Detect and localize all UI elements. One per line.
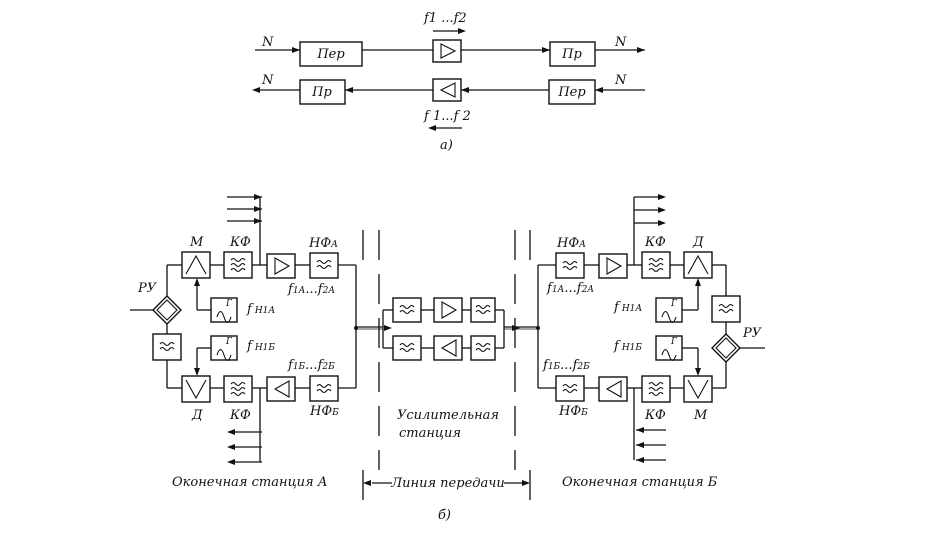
amplifier-triangle-icon <box>440 339 457 357</box>
lowpass-filter-box <box>555 252 585 279</box>
diagram-a: N Пер Пр N f1 ...f2 N Пр <box>252 11 645 153</box>
filter-box <box>470 297 496 323</box>
amplifier-box <box>432 39 462 63</box>
band-label-bottom: f 1...f 2 <box>423 109 471 124</box>
demodulator-icon <box>687 254 709 275</box>
output-lines-top <box>227 194 262 265</box>
transmitter-box <box>548 79 596 105</box>
band-top-label: f1А...f2А <box>546 281 594 296</box>
generator-label: Г <box>670 337 678 347</box>
filter-box <box>152 333 182 361</box>
n-label: N <box>261 73 274 88</box>
ru-label: РУ <box>742 326 763 341</box>
receiver-label: Пр <box>561 47 582 62</box>
n-label: N <box>614 35 627 50</box>
diagram-a-bottom-channel: N Пр Пер N f 1...f 2 <box>252 73 645 131</box>
generator-box <box>655 335 683 361</box>
nf-label: НФБ <box>309 404 339 419</box>
amplifier-box <box>433 297 463 323</box>
caption-a: а) <box>440 138 453 153</box>
amplifier-box <box>432 78 462 102</box>
repeater-caption-line2: станция <box>399 426 461 441</box>
input-lines-bottom <box>227 388 262 465</box>
amplifier-triangle-icon <box>274 257 291 275</box>
filter-box <box>392 335 422 361</box>
band-top-label: f1А...f2А <box>287 282 335 297</box>
amplifier-box <box>266 376 296 402</box>
kf-label: КФ <box>644 235 666 250</box>
amplifier-triangle-icon <box>439 82 456 98</box>
nf-label: НФА <box>556 236 586 251</box>
lowpass-filter-box <box>309 375 339 402</box>
amplifier-box <box>598 376 628 402</box>
filter-box <box>711 295 741 323</box>
modulator-label: М <box>693 408 708 423</box>
demodulator-label: Д <box>692 235 704 250</box>
amplifier-triangle-icon <box>605 380 622 398</box>
amplifier-triangle-icon <box>273 380 290 398</box>
receiver-box <box>299 79 346 105</box>
demodulator-icon <box>185 379 207 400</box>
kf-label: КФ <box>644 408 666 423</box>
amplifier-box <box>433 335 463 361</box>
channel-filter-box <box>223 375 253 403</box>
band-bottom-label: f1Б...f2Б <box>287 358 335 373</box>
ru-label: РУ <box>137 281 158 296</box>
modulator-label: М <box>189 235 204 250</box>
diagram-a-top-channel: N Пер Пр N f1 ...f2 <box>255 11 645 67</box>
lowpass-filter-box <box>555 375 585 402</box>
output-lines-top <box>633 194 666 265</box>
amplifier-triangle-icon <box>606 257 623 275</box>
repeater-caption-line1: Усилительная <box>397 408 499 423</box>
nf-label: НФБ <box>558 404 588 419</box>
receiver-box <box>549 41 596 67</box>
amplifier-triangle-icon <box>440 43 457 59</box>
input-lines-bottom <box>633 388 666 463</box>
n-label: N <box>261 35 274 50</box>
n-label: N <box>614 73 627 88</box>
repeater-station: Усилительная станция <box>382 297 520 441</box>
line-caption: Линия передачи <box>390 476 504 491</box>
demodulator-label: Д <box>191 408 203 423</box>
generator-label: Г <box>225 337 233 347</box>
filter-box <box>392 297 422 323</box>
kf-label: КФ <box>229 408 251 423</box>
band-bottom-label: f1Б...f2Б <box>542 358 590 373</box>
amplifier-box <box>598 253 628 279</box>
channel-filter-box <box>223 251 253 279</box>
transmission-line: Линия передачи <box>354 230 540 500</box>
modulator-icon <box>687 379 709 400</box>
channel-filter-box <box>641 375 671 403</box>
receiver-label: Пр <box>311 85 332 100</box>
generator-label: Г <box>670 299 678 309</box>
band-label-top: f1 ...f2 <box>423 11 467 26</box>
filter-box <box>470 335 496 361</box>
kf-label: КФ <box>229 235 251 250</box>
channel-filter-box <box>641 251 671 279</box>
station-a-caption: Оконечная станция А <box>172 475 328 490</box>
transmitter-label: Пер <box>316 47 345 62</box>
station-b-caption: Оконечная станция Б <box>562 475 718 490</box>
transmitter-label: Пер <box>557 85 586 100</box>
modulator-icon <box>185 254 207 275</box>
amplifier-box <box>266 253 296 279</box>
nf-label: НФА <box>308 236 338 251</box>
amplifier-triangle-icon <box>441 301 458 319</box>
caption-b: б) <box>438 508 451 523</box>
lowpass-filter-box <box>309 252 339 279</box>
generator-label: Г <box>225 299 233 309</box>
transmitter-box <box>299 41 363 67</box>
